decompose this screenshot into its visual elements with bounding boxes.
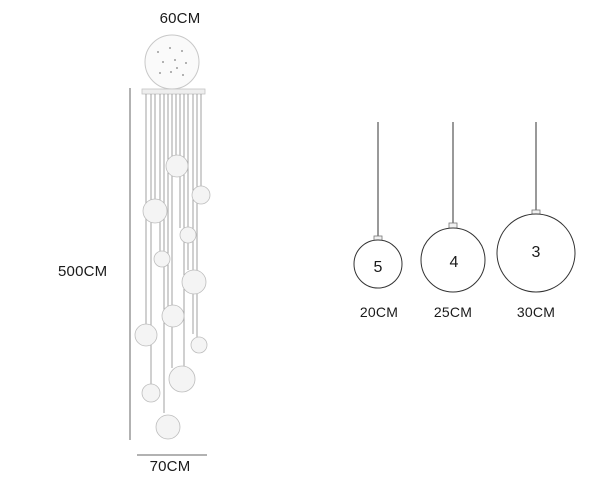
pendant-globe	[155, 414, 181, 440]
chandelier-pendants	[134, 94, 211, 440]
pendant-globe	[191, 185, 211, 205]
globe-count-25cm: 4	[449, 254, 459, 271]
globe-size-label-30cm: 30CM	[516, 304, 556, 320]
globe-size-label-20cm: 20CM	[359, 304, 399, 320]
total-height-label: 500CM	[58, 263, 108, 280]
pendant-globe	[179, 226, 197, 244]
pendant-20cm	[353, 122, 403, 289]
canopy-diameter-label: 60CM	[159, 10, 201, 27]
globe-count-30cm: 3	[531, 244, 541, 261]
pendant-globe	[190, 336, 208, 354]
canopy-bar	[141, 88, 206, 95]
globe-count-20cm: 5	[373, 259, 383, 276]
pendant-globe	[168, 365, 196, 393]
pendant-30cm	[496, 122, 576, 293]
pendant-globe	[165, 154, 189, 178]
globe-size-label-25cm: 25CM	[433, 304, 473, 320]
pendant-globe	[153, 250, 171, 268]
bottom-width-label: 70CM	[149, 458, 191, 475]
pendant-globe	[134, 323, 158, 347]
pendant-globe	[181, 269, 207, 295]
pendant-25cm	[420, 122, 486, 293]
ceiling-plate	[144, 34, 200, 90]
pendant-globe	[142, 198, 168, 224]
pendant-globe	[161, 304, 185, 328]
pendant-globe	[141, 383, 161, 403]
